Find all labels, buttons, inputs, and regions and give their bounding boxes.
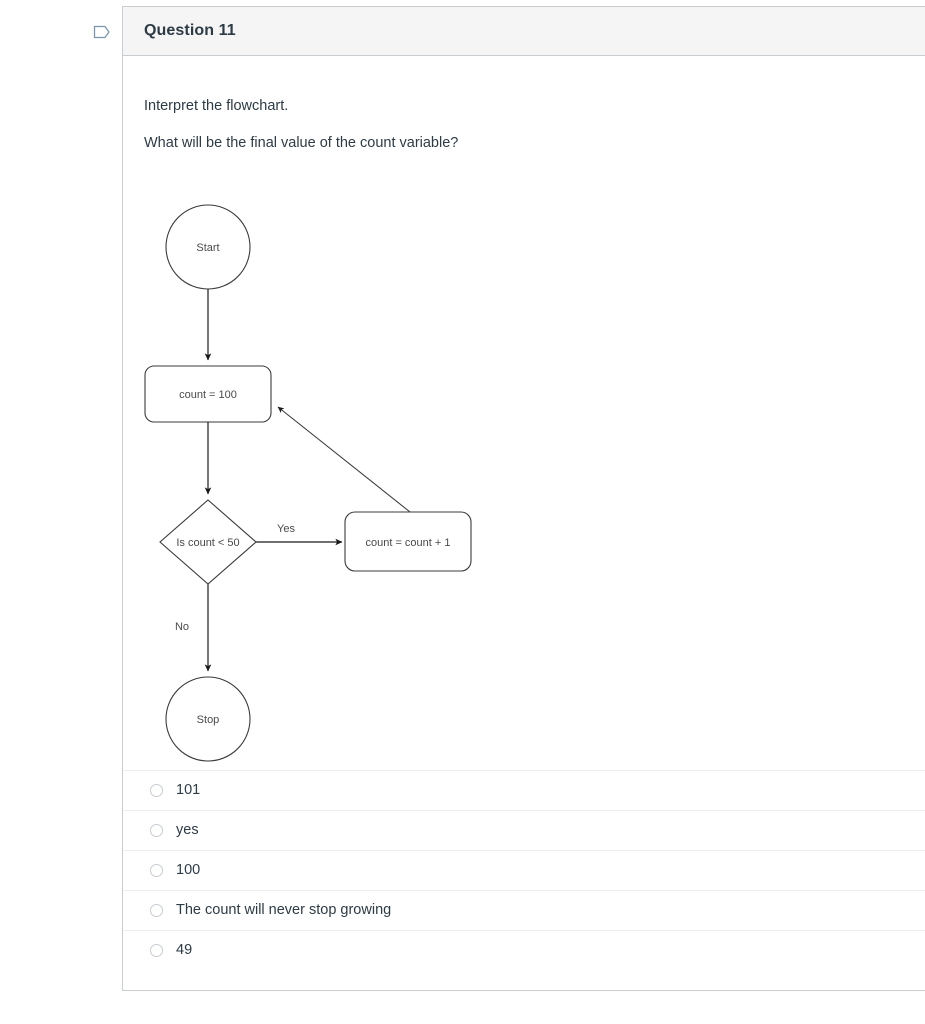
- question-panel: Question 11 Interpret the flowchart. Wha…: [122, 6, 925, 991]
- flowchart-edge-increment-to-init: [277, 406, 411, 513]
- flowchart-node-increment-shape: [344, 511, 472, 572]
- radio-button-1[interactable]: [150, 784, 163, 797]
- answer-option-row-1[interactable]: 101: [123, 770, 925, 810]
- radio-button-3[interactable]: [150, 864, 163, 877]
- answer-option-row-2[interactable]: yes: [123, 810, 925, 850]
- radio-button-5[interactable]: [150, 944, 163, 957]
- bookmark-flag-icon-svg: [93, 25, 110, 39]
- answer-option-label-2: yes: [176, 822, 199, 839]
- flowchart-node-stop-label: Stop: [197, 714, 220, 726]
- answer-option-label-1: 101: [176, 782, 201, 799]
- flowchart-diagram: Start count = 100 Is count < 50 Yes: [144, 171, 624, 771]
- flowchart-svg: Start count = 100 Is count < 50 Yes: [144, 204, 472, 762]
- bookmark-flag-icon[interactable]: [92, 22, 112, 42]
- answer-option-row-3[interactable]: 100: [123, 850, 925, 890]
- answer-options-list: 101 yes 100 The count will never stop gr…: [123, 770, 925, 970]
- flowchart-node-init-label: count = 100: [179, 389, 237, 401]
- answer-option-row-4[interactable]: The count will never stop growing: [123, 890, 925, 930]
- answer-option-label-5: 49: [176, 942, 193, 959]
- radio-button-2[interactable]: [150, 824, 163, 837]
- flowchart-node-increment-label: count = count + 1: [365, 537, 450, 549]
- flowchart-edge-label-no: No: [175, 621, 189, 633]
- question-prompt-line-2: What will be the final value of the coun…: [144, 135, 459, 152]
- question-header: Question 11: [123, 7, 925, 56]
- radio-button-4[interactable]: [150, 904, 163, 917]
- flowchart-node-stop-shape: [165, 676, 251, 762]
- answer-option-label-3: 100: [176, 862, 201, 879]
- question-body: Interpret the flowchart. What will be th…: [123, 56, 925, 771]
- flowchart-node-decision-label: Is count < 50: [176, 537, 239, 549]
- question-title: Question 11: [144, 22, 236, 39]
- answer-option-row-5[interactable]: 49: [123, 930, 925, 970]
- question-prompt-line-1: Interpret the flowchart.: [144, 98, 289, 114]
- flowchart-node-start-label: Start: [196, 242, 219, 254]
- answer-option-label-4: The count will never stop growing: [176, 902, 392, 919]
- flowchart-edge-label-yes: Yes: [277, 523, 295, 535]
